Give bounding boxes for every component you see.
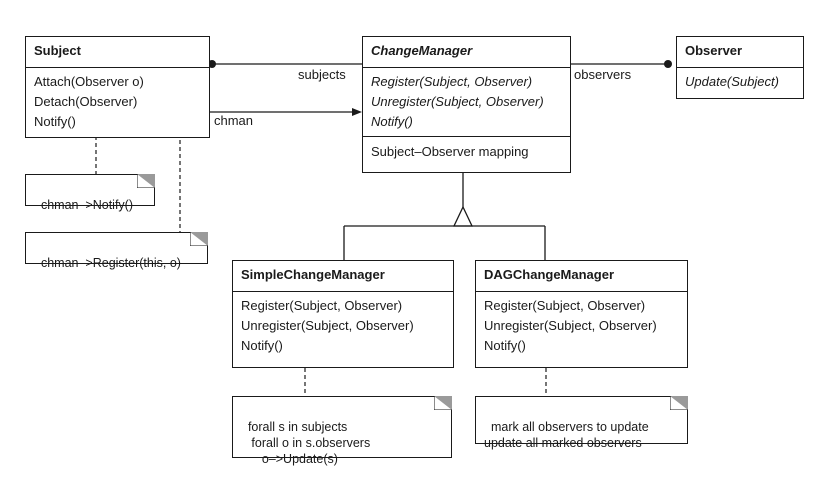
note-dag-notify: mark all observers to update update all … xyxy=(475,396,688,450)
subject-op-notify: Notify() xyxy=(34,114,76,129)
dag-change-manager-class[interactable]: DAGChangeManager Register(Subject, Obser… xyxy=(475,260,688,368)
change-manager-op-notify: Notify() xyxy=(371,114,413,129)
dag-change-manager-operations: Register(Subject, Observer) Unregister(S… xyxy=(476,292,687,360)
simple-change-manager-class[interactable]: SimpleChangeManager Register(Subject, Ob… xyxy=(232,260,454,368)
subject-class-name: Subject xyxy=(26,37,209,68)
note-fold-corner-icon xyxy=(137,174,155,188)
note-simple-notify-text: forall s in subjects forall o in s.obser… xyxy=(247,420,371,466)
observer-op-update: Update(Subject) xyxy=(685,74,779,89)
observer-class[interactable]: Observer Update(Subject) xyxy=(676,36,804,99)
simple-op-unregister: Unregister(Subject, Observer) xyxy=(241,318,414,333)
simple-op-register: Register(Subject, Observer) xyxy=(241,298,403,313)
observers-multiplicity-dot xyxy=(664,60,672,68)
dag-op-unregister: Unregister(Subject, Observer) xyxy=(484,318,657,333)
note-fold-corner-icon xyxy=(190,232,208,246)
change-manager-operations: Register(Subject, Observer) Unregister(S… xyxy=(363,68,570,136)
label-observers: observers xyxy=(574,67,632,82)
dag-change-manager-class-name: DAGChangeManager xyxy=(476,261,687,292)
dag-op-notify: Notify() xyxy=(484,338,526,353)
change-manager-class[interactable]: ChangeManager Register(Subject, Observer… xyxy=(362,36,571,173)
simple-op-notify: Notify() xyxy=(241,338,283,353)
dag-op-register: Register(Subject, Observer) xyxy=(484,298,646,313)
change-manager-class-name: ChangeManager xyxy=(363,37,570,68)
subject-op-detach: Detach(Observer) xyxy=(34,94,138,109)
label-chman: chman xyxy=(214,113,254,128)
change-manager-attr-mapping: Subject–Observer mapping xyxy=(371,144,529,159)
note-subject-notify-text: chman–>Notify() xyxy=(40,198,134,212)
observer-class-name: Observer xyxy=(677,37,803,68)
note-subject-register-text: chman–>Register(this, o) xyxy=(40,256,181,270)
subject-class[interactable]: Subject Attach(Observer o) Detach(Observ… xyxy=(25,36,210,138)
inheritance-triangle xyxy=(452,205,474,227)
note-subject-register: chman–>Register(this, o) xyxy=(25,232,208,270)
subject-op-attach: Attach(Observer o) xyxy=(34,74,144,89)
note-subject-notify: chman–>Notify() xyxy=(25,174,155,212)
change-manager-attributes: Subject–Observer mapping xyxy=(363,136,570,167)
change-manager-op-unregister: Unregister(Subject, Observer) xyxy=(371,94,544,109)
simple-change-manager-class-name: SimpleChangeManager xyxy=(233,261,453,292)
note-dag-notify-text: mark all observers to update update all … xyxy=(484,420,649,450)
observer-operations: Update(Subject) xyxy=(677,68,803,96)
subject-operations: Attach(Observer o) Detach(Observer) Noti… xyxy=(26,68,209,136)
simple-change-manager-operations: Register(Subject, Observer) Unregister(S… xyxy=(233,292,453,360)
subjects-multiplicity-dot xyxy=(208,60,216,68)
chman-arrowhead xyxy=(352,108,362,116)
note-fold-corner-icon xyxy=(670,396,688,410)
change-manager-op-register: Register(Subject, Observer) xyxy=(371,74,533,89)
note-simple-notify: forall s in subjects forall o in s.obser… xyxy=(232,396,452,466)
label-subjects: subjects xyxy=(298,67,346,82)
note-fold-corner-icon xyxy=(434,396,452,410)
